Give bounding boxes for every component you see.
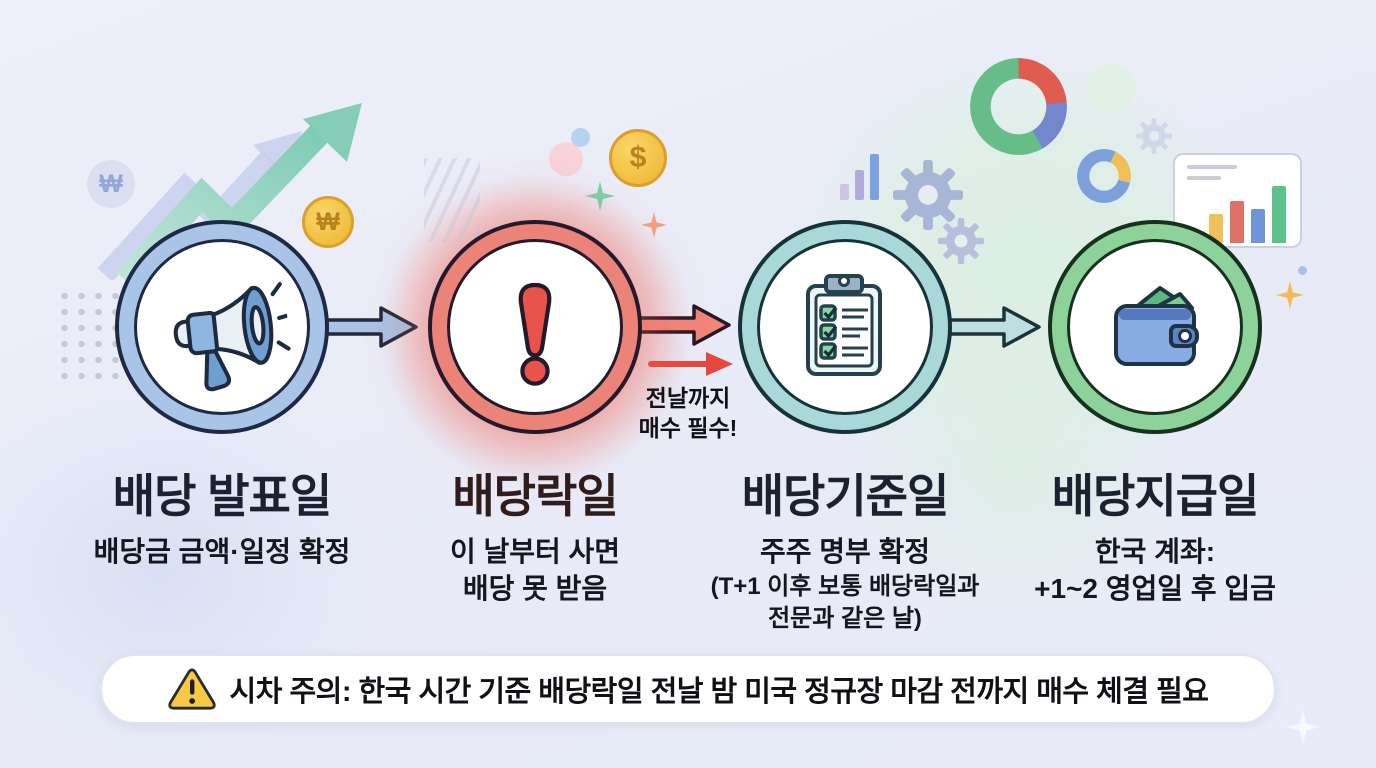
buy-deadline-arrow-icon	[648, 352, 733, 376]
wallet-icon	[1114, 286, 1199, 366]
step-title: 배당지급일	[1051, 470, 1260, 522]
exclamation-icon	[518, 282, 552, 386]
step-ring	[428, 220, 642, 434]
warning-text: 시차 주의: 한국 시간 기준 배당락일 전날 밤 미국 정규장 마감 전까지 …	[229, 676, 1209, 708]
won-watermark-icon: ₩	[87, 160, 135, 208]
step-ex-dividend: 배당락일 이 날부터 사면 배당 못 받음	[365, 220, 705, 608]
step-title: 배당락일	[452, 470, 618, 522]
megaphone-icon	[173, 282, 293, 392]
blue-dot-small	[1298, 266, 1307, 275]
step-subtitle: 이 날부터 사면 배당 못 받음	[449, 536, 621, 604]
dollar-coin-icon: $	[609, 129, 667, 187]
step-subtitle: 주주 명부 확정 (T+1 이후 보통 배당락일과 전문과 같은 날)	[710, 536, 980, 632]
donut-chart-icon	[970, 58, 1067, 155]
faded-circle	[1086, 64, 1136, 114]
step-subtitle: 배당금 금액·일정 확정	[93, 536, 351, 567]
flow-arrow-2-icon	[636, 304, 731, 346]
step-payment-date: 배당지급일 한국 계좌: +1~2 영업일 후 입금	[985, 220, 1325, 608]
step-ring	[1048, 220, 1262, 434]
blue-dot	[571, 128, 590, 147]
checklist-clipboard-icon	[806, 274, 882, 376]
step-ring	[738, 220, 952, 434]
mini-bar-chart-icon	[840, 147, 879, 200]
stripes-pattern	[424, 158, 480, 242]
step-ring	[115, 220, 329, 434]
step-title: 배당기준일	[741, 470, 950, 522]
sparkle-icon-faint	[1286, 710, 1320, 744]
step-title: 배당 발표일	[112, 470, 332, 522]
gear-icon-tiny	[1136, 118, 1172, 154]
timezone-warning-banner: 시차 주의: 한국 시간 기준 배당락일 전날 밤 미국 정규장 마감 전까지 …	[100, 654, 1276, 724]
sparkle-icon	[585, 181, 615, 211]
step-subtitle: 한국 계좌: +1~2 영업일 후 입금	[1034, 536, 1276, 604]
won-coin-icon: ₩	[302, 196, 354, 248]
donut-chart-icon-small	[1077, 149, 1131, 203]
flow-arrow-1-icon	[323, 306, 418, 348]
warning-icon	[167, 668, 216, 710]
pink-dot	[549, 142, 583, 176]
buy-deadline-note: 전날까지 매수 필수!	[638, 385, 738, 441]
step-announcement: 배당 발표일 배당금 금액·일정 확정	[52, 220, 392, 571]
